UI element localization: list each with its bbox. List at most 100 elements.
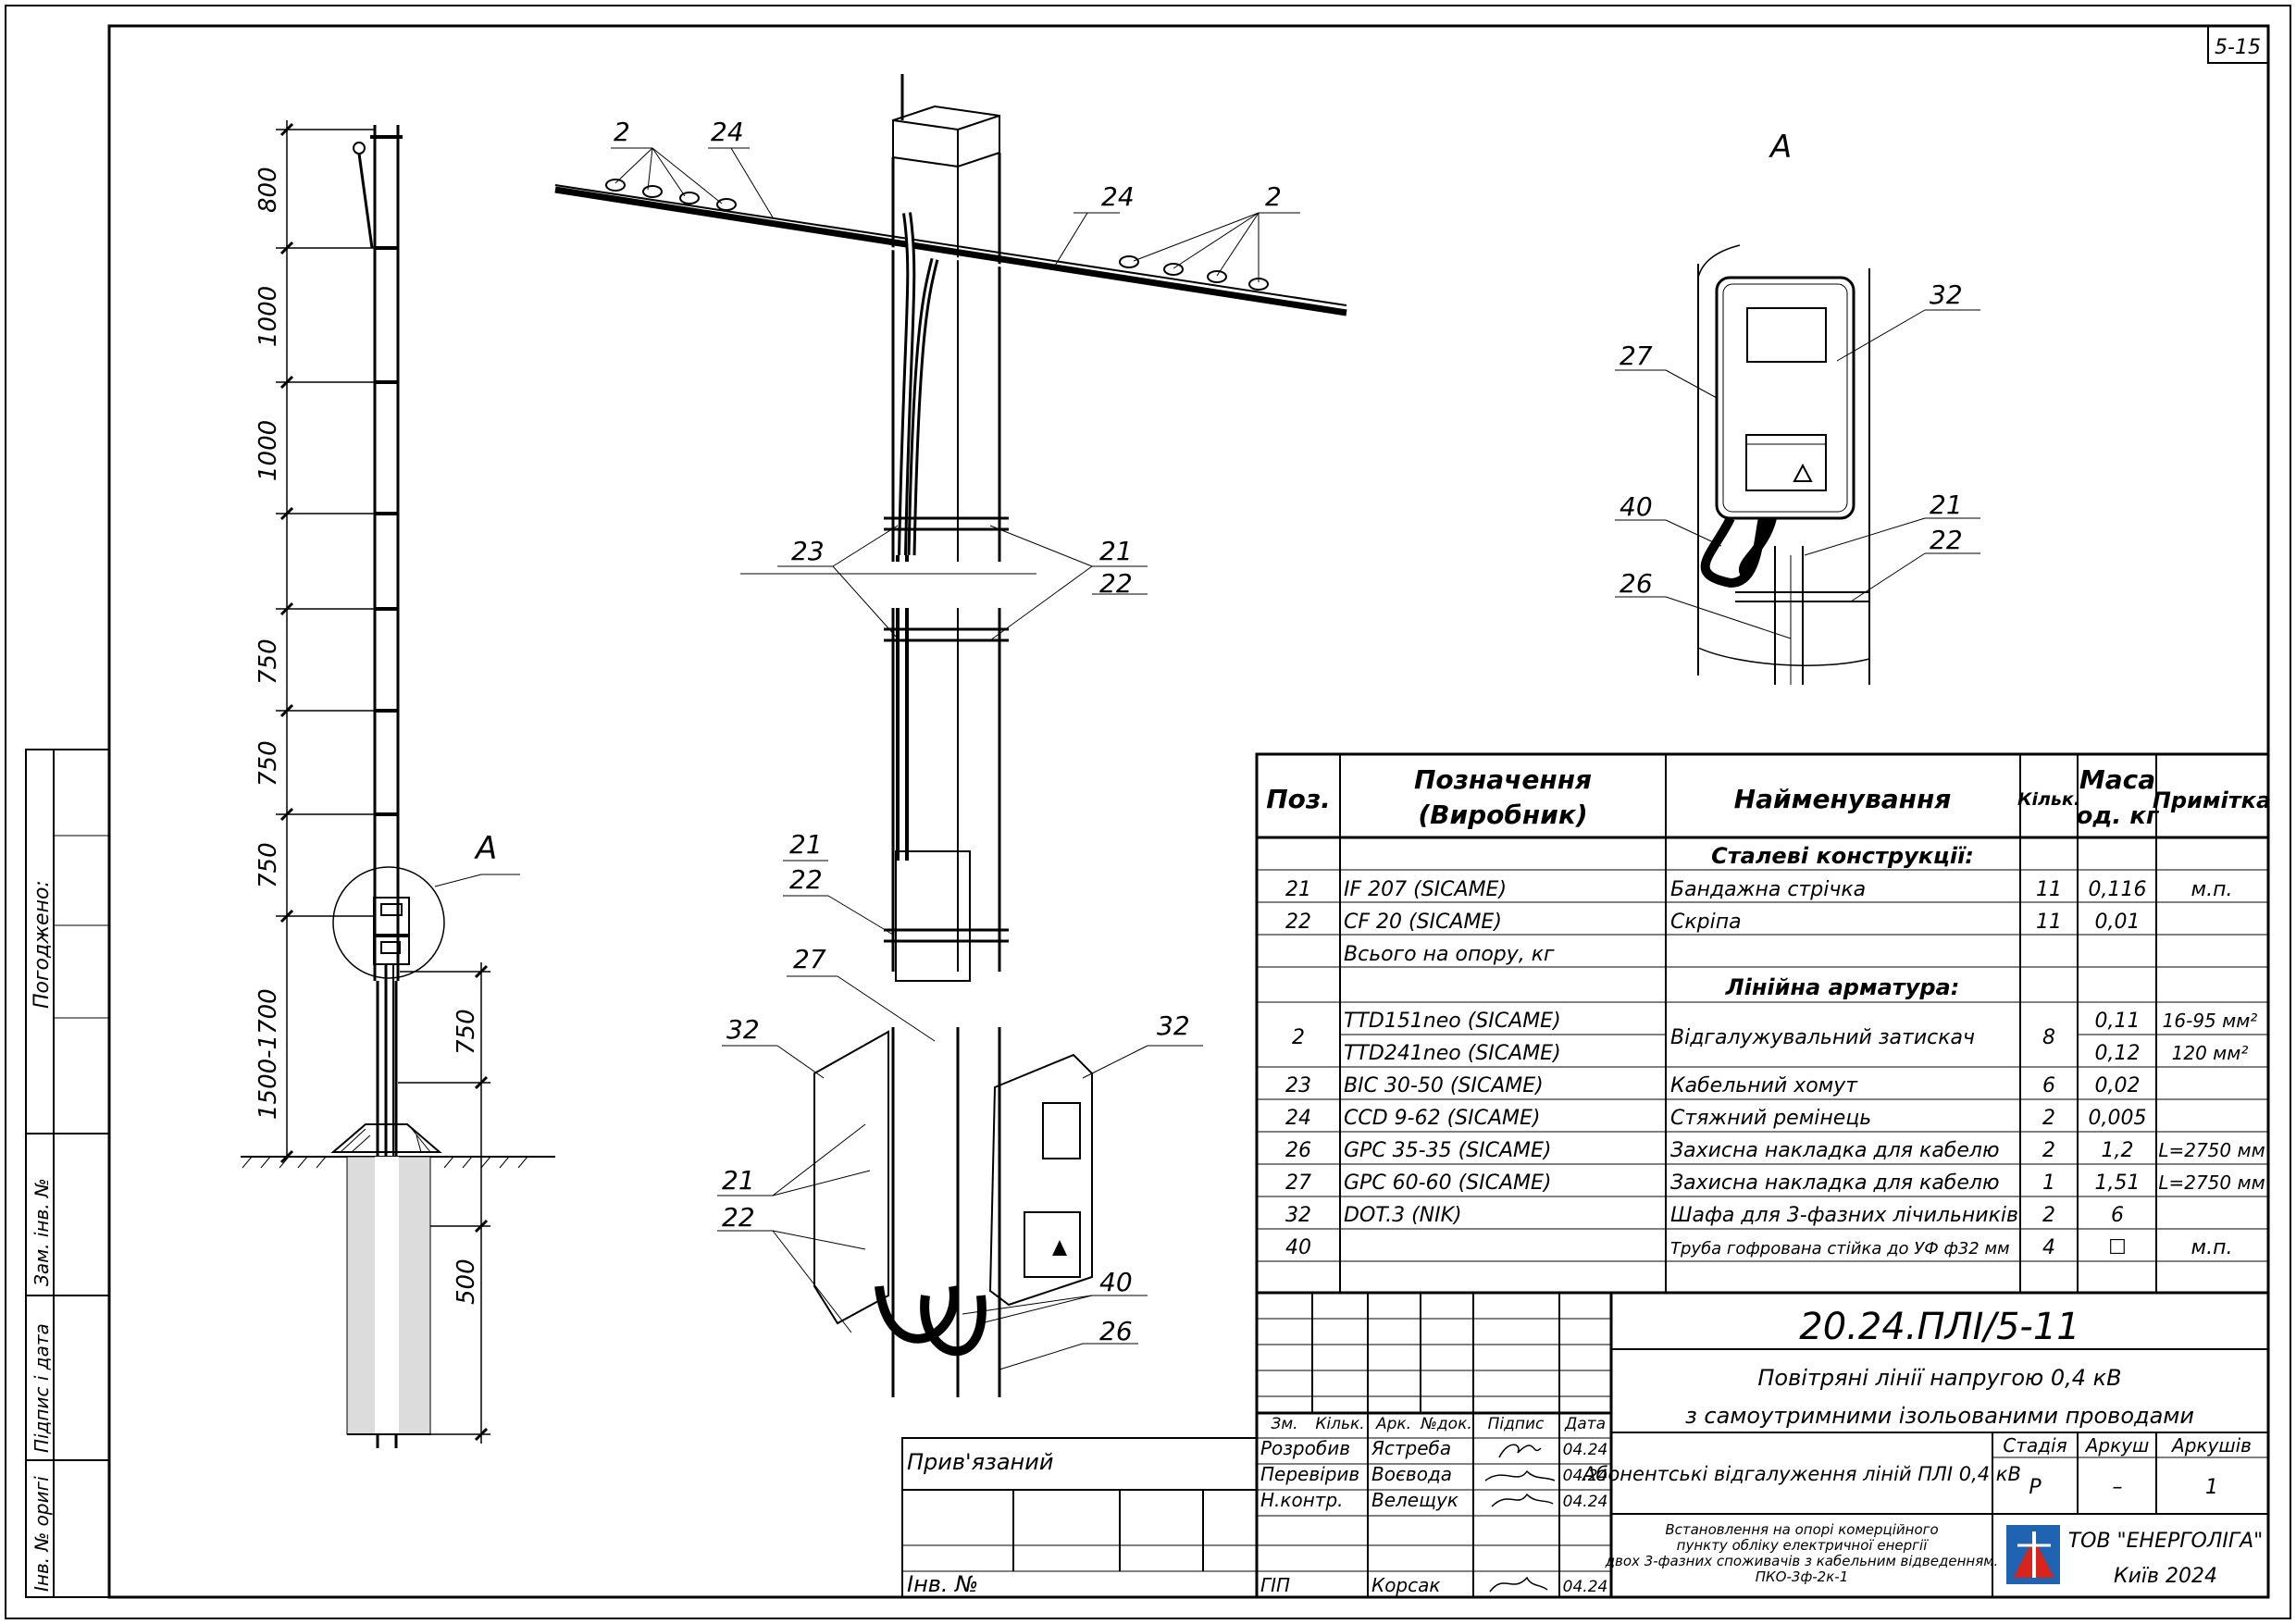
table-row-cell: м.п. bbox=[2191, 1236, 2233, 1259]
signatures bbox=[1484, 1444, 1556, 1593]
table-row-cell: 2 bbox=[2042, 1139, 2055, 1162]
table-row-cell: CCD 9-62 (SICAME) bbox=[1344, 1107, 1541, 1130]
svg-text:Дата: Дата bbox=[1564, 1415, 1606, 1433]
table-row-cell: 6 bbox=[2111, 1204, 2124, 1227]
description: Встановлення на опорі комерційного пункт… bbox=[1605, 1521, 1999, 1585]
svg-text:ПКО-3ф-2к-1: ПКО-3ф-2к-1 bbox=[1756, 1568, 1849, 1585]
doc-code: 20.24.ПЛІ/5-11 bbox=[1799, 1306, 2079, 1348]
svg-text:двох 3-фазних споживачів з каб: двох 3-фазних споживачів з кабельним від… bbox=[1605, 1553, 1999, 1569]
perspective-labels bbox=[611, 147, 1300, 1370]
lbl-22b: 22 bbox=[789, 864, 823, 895]
dim-2: 1000 bbox=[254, 420, 282, 481]
detail-a bbox=[1697, 244, 1870, 685]
table-row-cell: Захисна накладка для кабелю bbox=[1670, 1172, 1999, 1195]
lbl-40: 40 bbox=[1099, 1267, 1133, 1297]
table-row-cell: CF 20 (SICAME) bbox=[1344, 911, 1502, 934]
svg-text:Розробив: Розробив bbox=[1260, 1437, 1350, 1459]
people-rows: Розробив Ястреба 04.24 Перевірив Воєвода… bbox=[1260, 1437, 1607, 1596]
table-row-cell: 11 bbox=[2036, 911, 2062, 934]
sign-date-label: Підпис і дата bbox=[31, 1323, 53, 1453]
rev-headers: Зм. Кільк. Арк. №док. Підпис Дата bbox=[1271, 1415, 1606, 1433]
table-row-cell: L=2750 мм bbox=[2158, 1139, 2265, 1161]
table-row-cell: 0,11 bbox=[2095, 1010, 2141, 1033]
table-row-cell: Скріпа bbox=[1670, 911, 1742, 934]
svg-text:Встановлення на опорі комерцій: Встановлення на опорі комерційного bbox=[1665, 1521, 1938, 1538]
table-row-cell: 27 bbox=[1285, 1172, 1311, 1195]
inv-orig-label: Інв. № оригі bbox=[31, 1476, 53, 1592]
sheet-code-box bbox=[2207, 25, 2269, 64]
svg-text:Кільк.: Кільк. bbox=[1315, 1415, 1364, 1433]
lbl-2b: 2 bbox=[1265, 181, 1282, 212]
table-row-cell: 8 bbox=[2042, 1026, 2055, 1049]
svg-text:04.24: 04.24 bbox=[1563, 1441, 1608, 1459]
inv-label: Інв. № bbox=[907, 1571, 978, 1597]
svg-text:Ястреба: Ястреба bbox=[1371, 1437, 1451, 1459]
replaced-inv-label: Зам. інв. № bbox=[31, 1178, 53, 1286]
sheet-title: Абонентські відгалуження ліній ПЛІ 0,4 к… bbox=[1581, 1463, 2021, 1485]
agreed-label: Погоджено: bbox=[31, 880, 54, 1009]
dim-6: 1500-1700 bbox=[254, 988, 282, 1120]
table-row-cell: Труба гофрована стійка до УФ ф32 мм bbox=[1670, 1239, 2010, 1258]
detail-lbl-21: 21 bbox=[1930, 490, 1963, 520]
lbl-24b: 24 bbox=[1101, 181, 1135, 212]
lbl-21a: 21 bbox=[1099, 536, 1133, 566]
dim-7: 750 bbox=[453, 1009, 480, 1055]
th-qty: Кільк. bbox=[2017, 789, 2080, 810]
table-row-cell: IF 207 (SICAME) bbox=[1344, 878, 1507, 901]
table-row-cell: Бандажна стрічка bbox=[1670, 878, 1866, 901]
table-row-cell: 24 bbox=[1285, 1107, 1311, 1130]
sheet-value: – bbox=[2113, 1476, 2123, 1499]
th-note: Примітка bbox=[2153, 787, 2271, 813]
table-row-cell: 22 bbox=[1285, 911, 1311, 934]
table-row-cell: BIC 30-50 (SICAME) bbox=[1344, 1074, 1544, 1097]
lbl-22a: 22 bbox=[1099, 568, 1133, 599]
table-row-cell: 0,116 bbox=[2089, 878, 2147, 901]
lbl-26: 26 bbox=[1099, 1316, 1133, 1346]
detail-lbl-32: 32 bbox=[1930, 279, 1963, 310]
sheet-code: 5-15 bbox=[2215, 36, 2261, 59]
table-row-cell: 2 bbox=[2042, 1204, 2055, 1227]
table-row-cell: 11 bbox=[2036, 878, 2062, 901]
svg-text:Корсак: Корсак bbox=[1371, 1574, 1440, 1596]
perspective-view bbox=[554, 74, 1347, 1397]
sheet-header: Аркуш bbox=[2084, 1434, 2150, 1457]
svg-text:Перевірив: Перевірив bbox=[1260, 1463, 1359, 1485]
table-row-cell: DOT.3 (NIK) bbox=[1344, 1204, 1462, 1227]
detail-lbl-27: 27 bbox=[1620, 341, 1653, 371]
table-row-cell: TTD151neo (SICAME) bbox=[1344, 1010, 1561, 1033]
table-row-cell: 0,01 bbox=[2095, 911, 2141, 934]
detail-a-leaders bbox=[1615, 309, 1980, 639]
table-row-cell: 1 bbox=[2042, 1172, 2055, 1195]
table-row-cell: Стяжний ремінець bbox=[1670, 1107, 1871, 1130]
svg-text:ГІП: ГІП bbox=[1260, 1574, 1290, 1596]
lbl-22c: 22 bbox=[722, 1202, 755, 1233]
lbl-32a: 32 bbox=[726, 1014, 760, 1045]
table-row-cell: 4 bbox=[2042, 1236, 2055, 1259]
svg-text:04.24: 04.24 bbox=[1563, 1493, 1608, 1511]
pole-elevation: A bbox=[241, 120, 555, 1448]
svg-text:04.24: 04.24 bbox=[1563, 1578, 1608, 1596]
dim-3: 750 bbox=[254, 638, 282, 685]
spec-table bbox=[1255, 752, 2270, 1295]
left-stamp: Погоджено: Зам. інв. № Підпис і дата Інв… bbox=[25, 749, 110, 1598]
sheets-header: Аркушів bbox=[2170, 1434, 2252, 1457]
dim-4: 750 bbox=[254, 740, 282, 787]
table-row-cell: L=2750 мм bbox=[2158, 1172, 2265, 1194]
lbl-27: 27 bbox=[793, 944, 826, 974]
table-row-cell: м.п. bbox=[2191, 878, 2233, 901]
dim-0: 800 bbox=[254, 167, 282, 213]
table-row-cell: Шафа для 3-фазних лічильників bbox=[1670, 1204, 2018, 1227]
title-line-2: з самоутримними ізольованими проводами bbox=[1685, 1403, 2194, 1429]
table-row-cell: 16-95 мм² bbox=[2163, 1010, 2258, 1032]
svg-text:Н.контр.: Н.контр. bbox=[1260, 1489, 1344, 1511]
title-line-1: Повітряні лінії напругою 0,4 кВ bbox=[1757, 1365, 2121, 1391]
th-name: Найменування bbox=[1734, 784, 1952, 814]
th-designation-1: Позначення bbox=[1414, 764, 1592, 795]
total-label: Всього на опору, кг bbox=[1344, 943, 1555, 966]
spec-rows: 2 1 IF 207 (SICAME) Бандажна стрічка 11 0… bbox=[1285, 878, 2265, 1259]
table-row-cell: 1,2 bbox=[2102, 1139, 2134, 1162]
svg-text:Арк.: Арк. bbox=[1375, 1415, 1411, 1433]
table-row-cell: ☐ bbox=[2108, 1236, 2127, 1259]
lbl-21b: 21 bbox=[789, 829, 823, 860]
